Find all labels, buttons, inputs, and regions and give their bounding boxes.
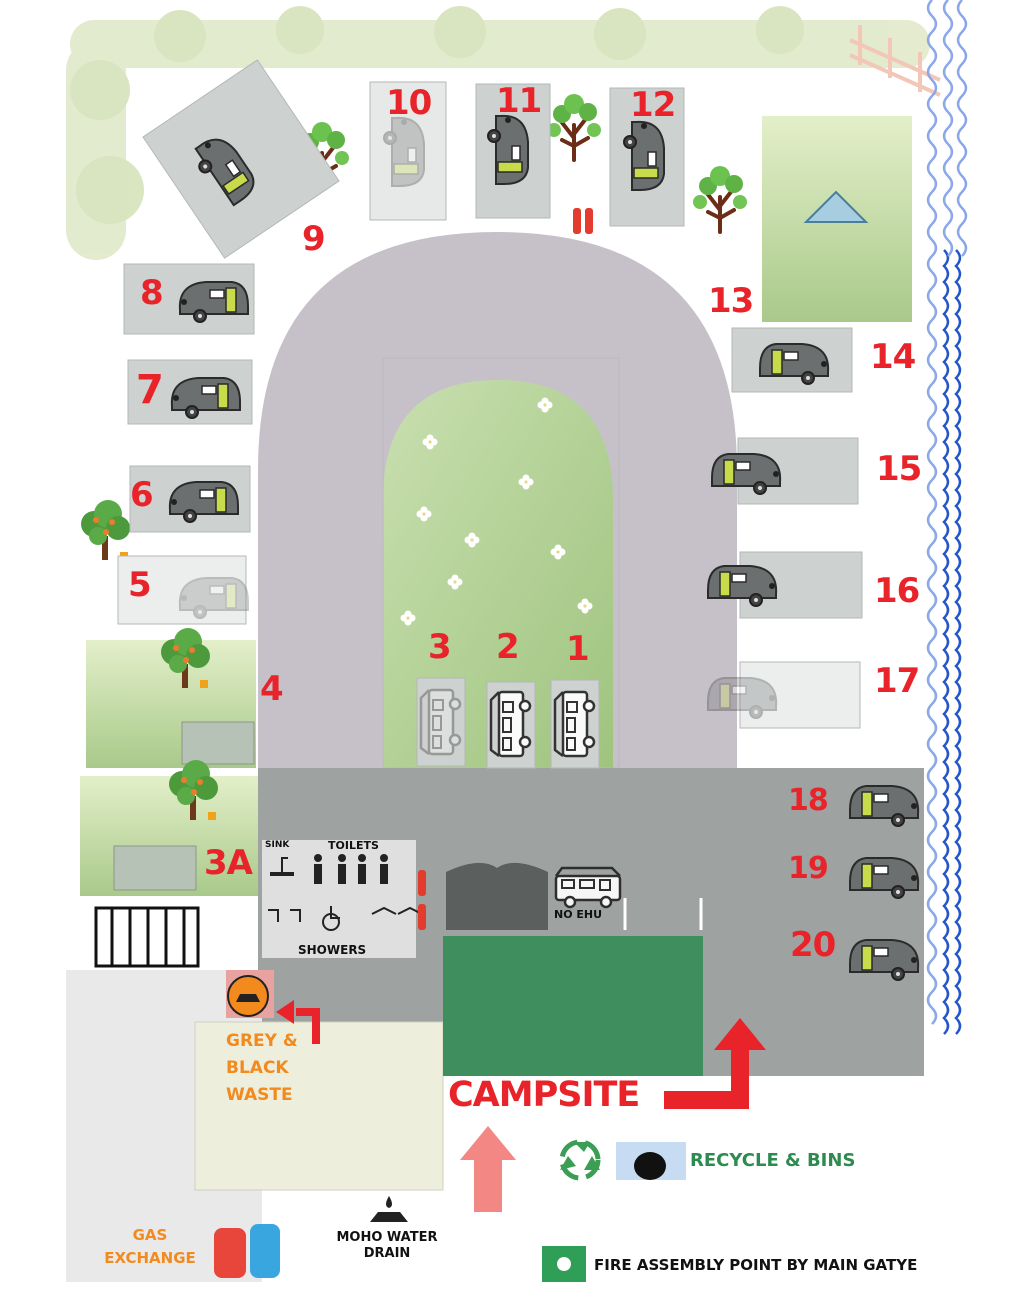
container-icon — [94, 906, 200, 968]
river-wave — [956, 0, 968, 257]
showers-label: SHOWERS — [298, 943, 367, 957]
recycle-icon — [559, 1139, 601, 1181]
pitch-number-16: 16 — [874, 571, 920, 611]
pitch-number-20: 20 — [790, 925, 836, 965]
river-wave — [926, 0, 938, 1025]
tent-icon — [803, 190, 869, 223]
pitch-number-19: 19 — [788, 851, 829, 886]
gate-icon — [849, 25, 941, 97]
recycle-bins-label: RECYCLE & BINS — [690, 1150, 856, 1171]
grey-black-waste-label: GREY & BLACK WASTE — [226, 1031, 298, 1106]
no-ehu-label: NO EHU — [554, 908, 603, 921]
water-drain-label: MOHO WATER DRAIN — [336, 1230, 438, 1262]
hedge — [66, 6, 930, 260]
river-wave — [942, 0, 954, 257]
pitch-number-14: 14 — [870, 337, 916, 377]
bin-bag-icon — [634, 1152, 666, 1180]
river — [926, 0, 968, 1035]
gas-cylinder-icon — [214, 1228, 246, 1278]
pitch-number-15: 15 — [876, 449, 922, 489]
fire-assembly-label: FIRE ASSEMBLY POINT BY MAIN GATYE — [594, 1256, 918, 1274]
pitch-number-10: 10 — [386, 83, 432, 123]
gas-exchange-label: GAS EXCHANGE — [104, 1226, 196, 1267]
river-wave — [954, 249, 962, 1035]
pitch-number-3: 3 — [428, 627, 452, 667]
marquee-icon — [446, 862, 548, 930]
entrance-arrow-icon — [460, 1126, 516, 1212]
pitch-number-3A: 3A — [204, 843, 253, 883]
pitch-number-2: 2 — [496, 627, 520, 667]
pitch-number-7: 7 — [136, 367, 164, 413]
pitch-number-18: 18 — [788, 783, 829, 818]
green-block — [443, 936, 703, 1076]
central-green — [383, 380, 613, 768]
pitch-number-8: 8 — [140, 273, 164, 313]
pitch-number-1: 1 — [566, 629, 590, 669]
pitch-number-9: 9 — [302, 219, 326, 259]
pitch-number-4: 4 — [260, 669, 284, 709]
pitch-number-13: 13 — [708, 281, 754, 321]
river-wave — [942, 249, 950, 1035]
campsite-arrow-icon — [664, 1046, 749, 1109]
pitch-number-17: 17 — [874, 661, 920, 701]
fire-extinguisher-icon — [418, 208, 593, 930]
pitch-number-5: 5 — [128, 565, 152, 605]
waste-area — [194, 1021, 444, 1191]
toilets-label: TOILETS — [328, 839, 379, 852]
sink-label: SINK — [265, 840, 290, 850]
pitch-number-11: 11 — [496, 81, 542, 121]
waste-arrow-icon — [296, 1008, 320, 1044]
water-drain-icon — [370, 1212, 408, 1222]
campsite-label: CAMPSITE — [448, 1075, 640, 1115]
pitch-number-12: 12 — [630, 85, 676, 125]
pitch-number-6: 6 — [130, 475, 154, 515]
toilets-icon — [270, 854, 388, 884]
